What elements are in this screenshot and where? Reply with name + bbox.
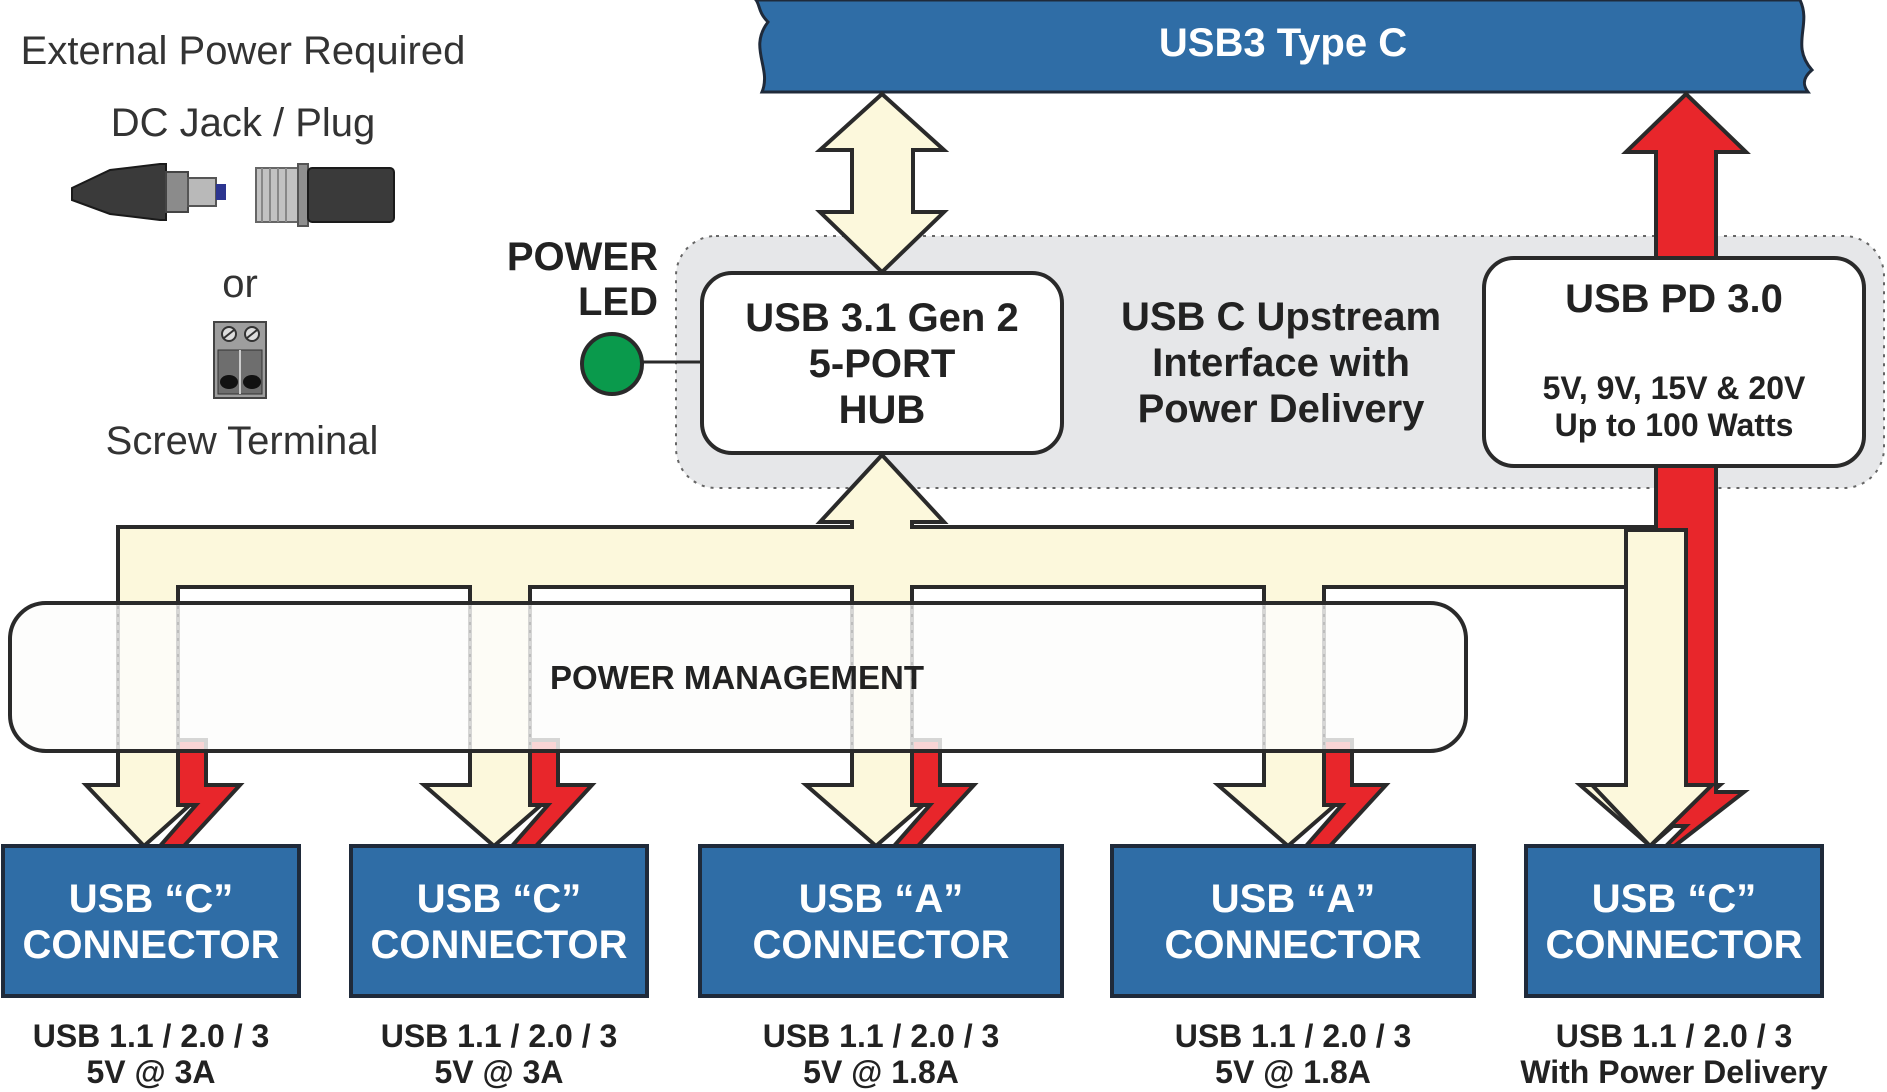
pd-line2: Up to 100 Watts <box>1555 407 1794 443</box>
hub-line1: USB 3.1 Gen 2 <box>745 296 1018 340</box>
dc-jack-label: DC Jack / Plug <box>111 101 376 145</box>
connector-line1: USB “C” <box>69 877 233 921</box>
pd-box: USB PD 3.0 5V, 9V, 15V & 20V Up to 100 W… <box>1482 256 1866 468</box>
connector-3: USB “A” CONNECTOR USB 1.1 / 2.0 / 3 5V @… <box>698 844 1064 1090</box>
bus-to-hub-fill <box>854 521 910 531</box>
connector-spec2: With Power Delivery <box>1520 1054 1828 1090</box>
connector-spec2: 5V @ 1.8A <box>803 1054 959 1090</box>
connector-spec2: 5V @ 3A <box>434 1054 563 1090</box>
screw-terminal-label: Screw Terminal <box>106 419 379 463</box>
pd-box-rect <box>1482 256 1866 468</box>
connector-box <box>698 844 1064 998</box>
connector-spec1: USB 1.1 / 2.0 / 3 <box>763 1018 1000 1054</box>
power-led-line1: POWER <box>507 235 658 279</box>
usb3-type-c-bar: USB3 Type C <box>754 0 1815 94</box>
upstream-line2: Interface with <box>1152 341 1410 385</box>
dc-plug-icon <box>71 163 226 221</box>
connector-box <box>1110 844 1476 998</box>
connector-spec1: USB 1.1 / 2.0 / 3 <box>1556 1018 1793 1054</box>
connector-line1: USB “C” <box>417 877 581 921</box>
power-led: POWER LED <box>507 235 702 396</box>
connector-1: USB “C” CONNECTOR USB 1.1 / 2.0 / 3 5V @… <box>1 844 301 1090</box>
connector-line2: CONNECTOR <box>22 923 279 967</box>
connector-spec2: 5V @ 1.8A <box>1215 1054 1371 1090</box>
connector-line2: CONNECTOR <box>1164 923 1421 967</box>
port-power-arrows <box>155 738 1391 848</box>
connector-line1: USB “A” <box>799 877 963 921</box>
connector-2: USB “C” CONNECTOR USB 1.1 / 2.0 / 3 5V @… <box>349 844 649 1090</box>
usb3-bar-label: USB3 Type C <box>1159 21 1407 65</box>
connector-4: USB “A” CONNECTOR USB 1.1 / 2.0 / 3 5V @… <box>1110 844 1476 1090</box>
external-power-section: External Power Required DC Jack / Plug o… <box>21 29 466 463</box>
branch-rail-1 <box>176 587 472 590</box>
hub-line2: 5-PORT <box>809 342 956 386</box>
usb3-bar-shape <box>754 0 1815 94</box>
pd-title: USB PD 3.0 <box>1565 277 1783 321</box>
upstream-line3: Power Delivery <box>1138 387 1426 431</box>
connector-spec1: USB 1.1 / 2.0 / 3 <box>381 1018 618 1054</box>
connector-spec2: 5V @ 3A <box>86 1054 215 1090</box>
connector-line1: USB “C” <box>1592 877 1756 921</box>
power-led-line2: LED <box>578 280 658 324</box>
upstream-line1: USB C Upstream <box>1121 295 1441 339</box>
power-management-box <box>8 601 1468 753</box>
external-power-title: External Power Required <box>21 29 466 73</box>
or-label: or <box>222 262 258 306</box>
hub-box: USB 3.1 Gen 2 5-PORT HUB <box>700 271 1064 455</box>
connector-line2: CONNECTOR <box>1545 923 1802 967</box>
port5-data-arrow <box>1587 528 1717 849</box>
connector-box <box>1 844 301 998</box>
connector-5: USB “C” CONNECTOR USB 1.1 / 2.0 / 3 With… <box>1520 844 1828 1090</box>
connector-line2: CONNECTOR <box>370 923 627 967</box>
screw-terminal-icon <box>213 321 267 399</box>
power-led-indicator <box>580 332 644 396</box>
connector-spec1: USB 1.1 / 2.0 / 3 <box>33 1018 270 1054</box>
dc-jack-icon <box>255 163 395 227</box>
hub-line3: HUB <box>839 388 926 432</box>
power-management-label: POWER MANAGEMENT <box>550 659 924 696</box>
connector-box <box>349 844 649 998</box>
upstream-interface-label: USB C Upstream Interface with Power Deli… <box>1121 295 1441 431</box>
connector-spec1: USB 1.1 / 2.0 / 3 <box>1175 1018 1412 1054</box>
connector-box <box>1524 844 1824 998</box>
pd-line1: 5V, 9V, 15V & 20V <box>1543 370 1806 406</box>
connector-line1: USB “A” <box>1211 877 1375 921</box>
connector-line2: CONNECTOR <box>752 923 1009 967</box>
